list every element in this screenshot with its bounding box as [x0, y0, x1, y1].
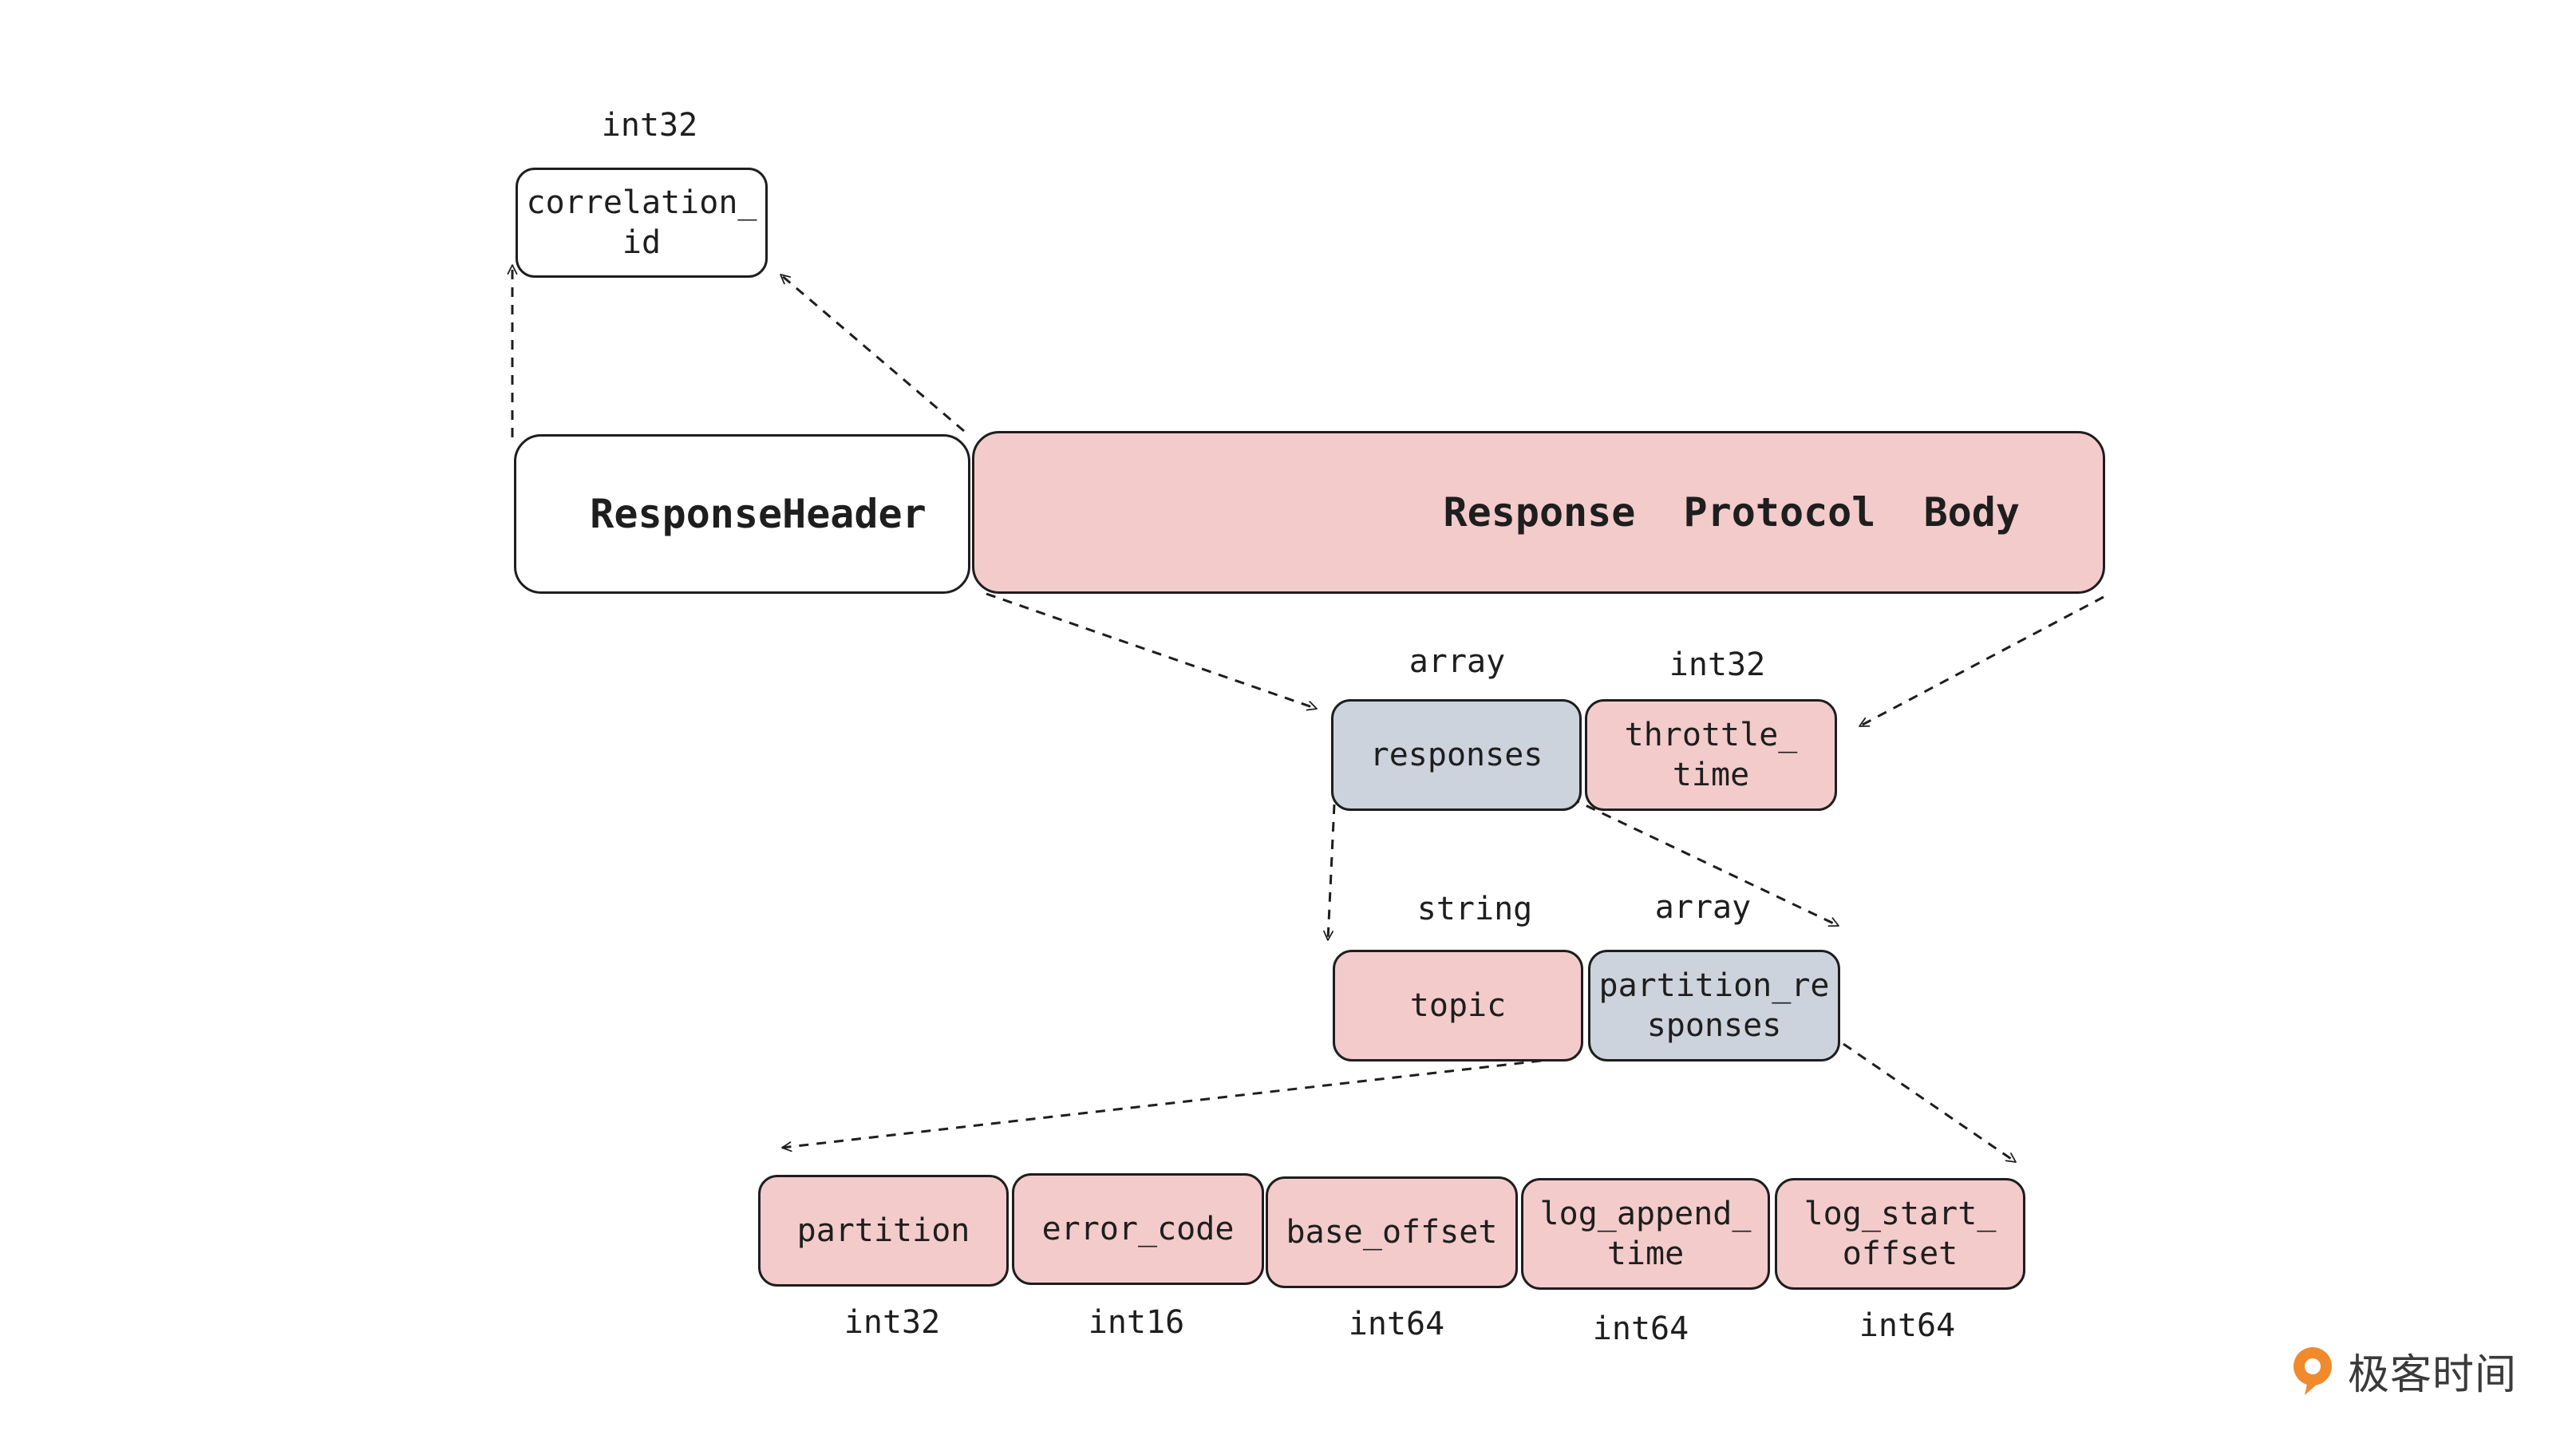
throttle-time-type: int32 [1669, 646, 1766, 683]
partition-responses-type: array [1654, 889, 1752, 926]
topic-type: string [1416, 891, 1533, 927]
error-code-field-label: error_code [1041, 1211, 1235, 1247]
geektime-logo: 极客时间 [2290, 1341, 2517, 1401]
topic-label: topic [1409, 987, 1507, 1024]
base-offset-field-box: base_offset [1266, 1176, 1518, 1288]
log-append-time-field-type: int64 [1592, 1311, 1689, 1347]
log-start-offset-field-type: int64 [1859, 1307, 1956, 1344]
response-body-label: Response Protocol Body [1443, 489, 2020, 536]
response-body-box: Response Protocol Body [972, 431, 2105, 594]
arrow-header-to-correlation-right [780, 273, 965, 433]
responses-label: responses [1369, 737, 1543, 773]
partition-field-box: partition [758, 1175, 1009, 1287]
arrow-partition-responses-to-log-start [1843, 1042, 2017, 1164]
arrow-responses-to-topic [1323, 804, 1336, 941]
log-start-offset-field-box: log_start_ offset [1775, 1178, 2025, 1290]
arrow-topic-to-partition [781, 1055, 1577, 1152]
response-header-box: ResponseHeader [514, 434, 970, 594]
correlation-id-label: correlation_ id [526, 184, 757, 261]
throttle-time-label: throttle_ time [1624, 717, 1798, 793]
base-offset-field-label: base_offset [1286, 1214, 1498, 1251]
error-code-field-box: error_code [1012, 1173, 1264, 1285]
arrow-body-to-throttle [1859, 595, 2104, 728]
partition-responses-label: partition_re sponses [1598, 967, 1830, 1044]
throttle-time-box: throttle_ time [1585, 699, 1837, 811]
log-start-offset-field-label: log_start_ offset [1804, 1196, 1997, 1272]
geektime-logo-text: 极客时间 [2348, 1351, 2518, 1399]
response-header-label: ResponseHeader [590, 491, 926, 537]
partition-field-type: int32 [844, 1304, 941, 1341]
log-append-time-field-label: log_append_ time [1539, 1196, 1752, 1272]
error-code-field-type: int16 [1088, 1304, 1185, 1341]
arrow-responses-to-partition-responses [1570, 797, 1839, 927]
responses-box: responses [1331, 699, 1582, 811]
arrow-header-to-responses [986, 592, 1318, 711]
partition-responses-box: partition_re sponses [1588, 950, 1840, 1061]
partition-field-label: partition [796, 1212, 970, 1249]
log-append-time-field-box: log_append_ time [1521, 1178, 1770, 1290]
correlation-id-type: int32 [601, 107, 698, 144]
responses-type: array [1409, 643, 1506, 680]
correlation-id-box: correlation_ id [516, 168, 768, 278]
base-offset-field-type: int64 [1348, 1306, 1445, 1342]
geektime-logo-icon [2294, 1346, 2332, 1395]
topic-box: topic [1333, 950, 1583, 1061]
